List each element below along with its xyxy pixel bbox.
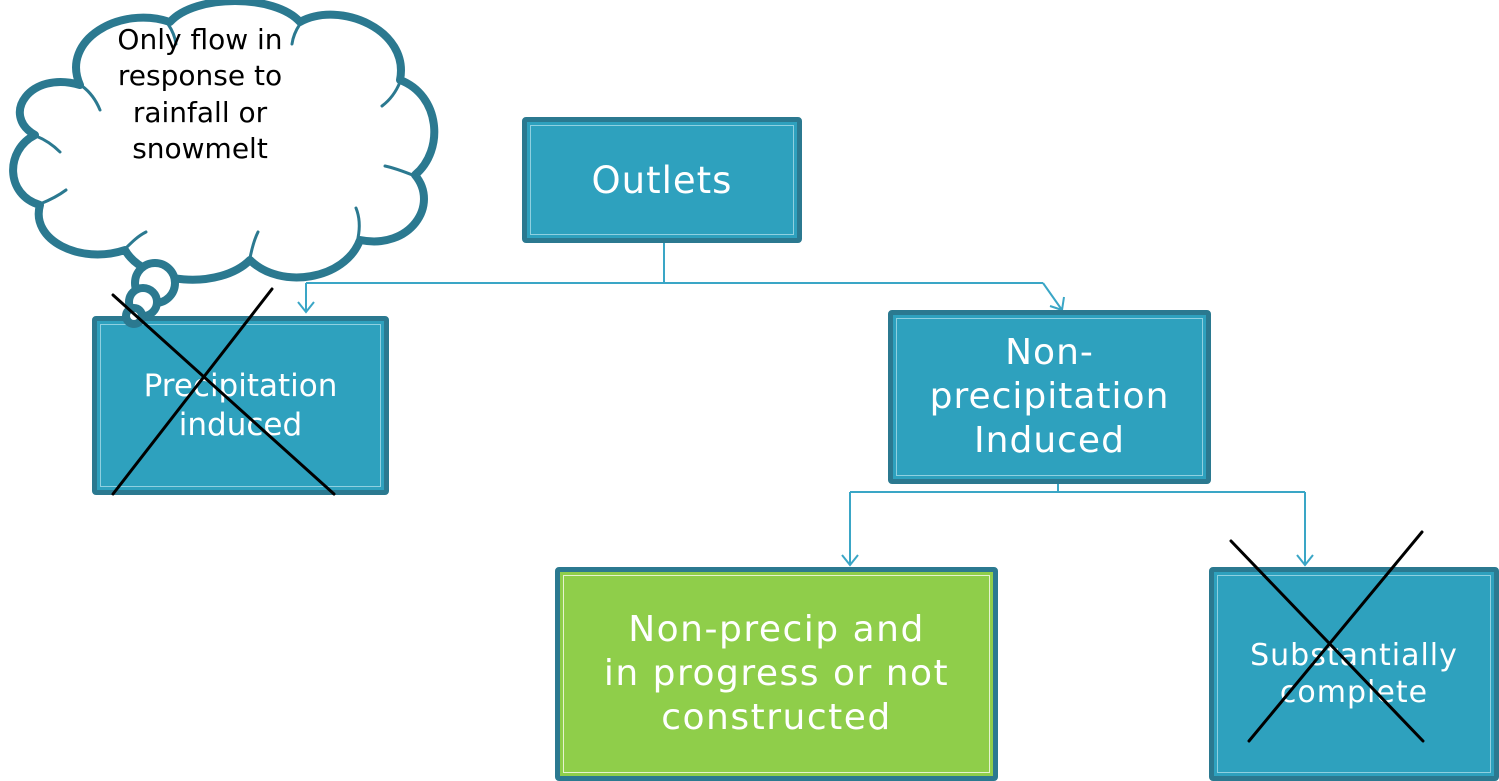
non-precip-in-progress-label: Non-precip and in progress or not constr… [603, 609, 950, 738]
outlets-node: Outlets [522, 117, 802, 243]
substantially-complete-node: Substantially complete [1209, 567, 1499, 781]
non-precipitation-induced-label: Non- precipitation Induced [929, 331, 1170, 462]
connector-to-nonprecipitation [1042, 282, 1063, 311]
non-precip-in-progress-node: Non-precip and in progress or not constr… [555, 567, 998, 781]
outlets-label: Outlets [591, 158, 733, 202]
substantially-complete-label: Substantially complete [1250, 637, 1458, 711]
precipitation-induced-label: Precipitation induced [143, 367, 338, 443]
callout-text: Only flow in response to rainfall or sno… [117, 23, 283, 166]
precipitation-induced-node: Precipitation induced [92, 316, 389, 495]
arrowhead-inprogress [841, 554, 859, 567]
non-precipitation-induced-node: Non- precipitation Induced [888, 310, 1211, 484]
